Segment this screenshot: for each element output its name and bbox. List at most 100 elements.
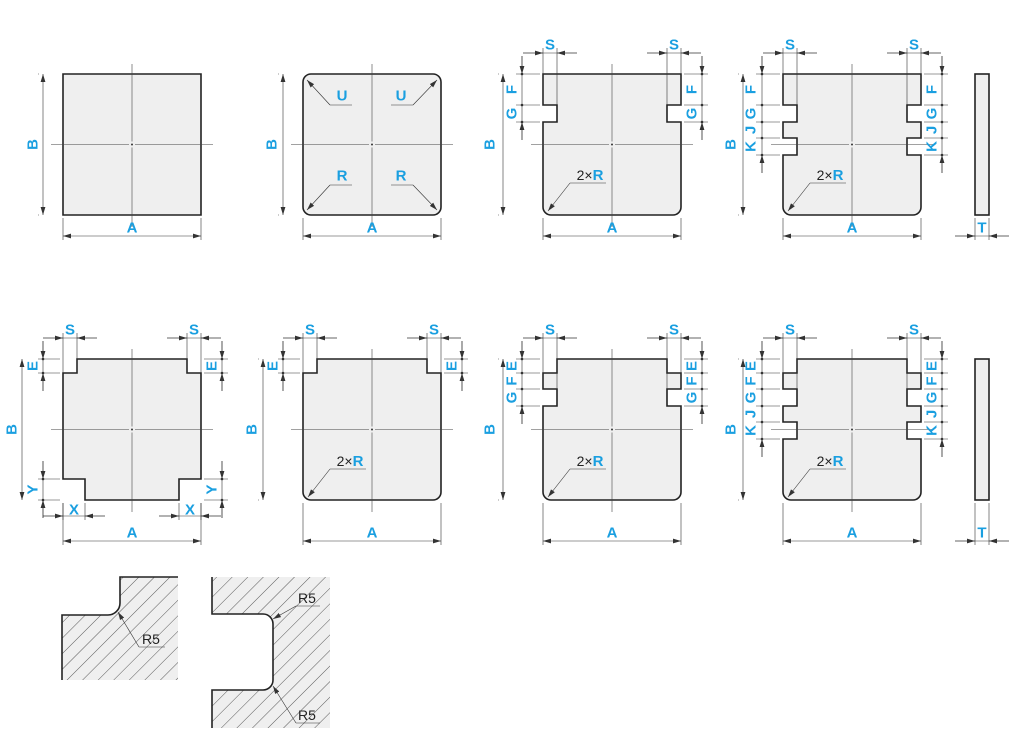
dimension-label-b: B (482, 139, 499, 150)
dimension-label-j: J (743, 126, 760, 134)
center-point (131, 428, 133, 431)
dimension-dot (760, 103, 764, 107)
dimension-label-t: T (977, 220, 986, 237)
dimension-label-g: G (924, 392, 941, 404)
dimension-dot (220, 477, 224, 481)
dimension-dot (520, 387, 524, 391)
dimension-label-f: F (684, 85, 701, 94)
dimension-label-a: A (127, 220, 138, 237)
dimension-label-a: A (127, 525, 138, 542)
dimension-label-e: E (25, 361, 42, 371)
dimension-label-u: U (396, 88, 407, 105)
dimension-label-s: S (909, 322, 919, 339)
dimension-dot (940, 387, 944, 391)
dimension-label-s: S (305, 322, 315, 339)
center-point (131, 143, 133, 146)
dimension-dot (700, 357, 704, 361)
dimension-dot (520, 404, 524, 408)
dimension-label-a: A (367, 220, 378, 237)
detail-radius-label: R5 (298, 590, 316, 606)
dimension-dot (940, 404, 944, 408)
radius-callout: 2×R (577, 167, 604, 184)
dimension-label-e: E (444, 361, 461, 371)
radius-callout: 2×R (817, 453, 844, 470)
dimension-dot (940, 153, 944, 157)
dimension-label-u: U (337, 88, 348, 105)
detail-outline-notch (211, 577, 274, 728)
dimension-label-k: K (743, 141, 760, 152)
dimension-label-b: B (264, 139, 281, 150)
dimension-dot (760, 153, 764, 157)
dimension-dot (940, 136, 944, 140)
dimension-label-e: E (743, 361, 760, 371)
leader-arrow (272, 605, 297, 620)
plate-side-view (974, 358, 990, 501)
radius-label: R (593, 453, 604, 470)
dimension-dot (700, 387, 704, 391)
dimension-label-s: S (909, 37, 919, 54)
dimension-dot (41, 371, 45, 375)
radius-count: 2× (337, 453, 353, 469)
dimension-label-a: A (847, 525, 858, 542)
detail-radius-label: R5 (142, 631, 160, 647)
detail-outline-corner (61, 576, 178, 680)
center-line (51, 349, 213, 512)
radius-count: 2× (817, 167, 833, 183)
dimension-label-f: F (743, 85, 760, 94)
dimension-label-k: K (924, 141, 941, 152)
leader-arrow (117, 611, 140, 648)
dimension-label-a: A (847, 220, 858, 237)
dimension-dot (460, 357, 464, 361)
center-point (611, 428, 613, 431)
leader-arrow (412, 79, 438, 106)
dimension-label-k: K (924, 425, 941, 436)
dimension-dot (940, 420, 944, 424)
dimension-label-g: G (504, 108, 521, 120)
dimension-dot (940, 103, 944, 107)
dimension-label-b: B (244, 424, 261, 435)
dimension-label-b: B (723, 424, 740, 435)
dimension-dot (760, 120, 764, 124)
dimension-dot (220, 498, 224, 502)
dimension-dot (41, 498, 45, 502)
dimension-dot (760, 437, 764, 441)
leader-arrow (306, 184, 331, 211)
dimension-dot (520, 72, 524, 76)
radius-callout: 2×R (337, 453, 364, 470)
dimension-label-f: F (924, 85, 941, 94)
dimension-dot (760, 404, 764, 408)
dimension-label-f: F (743, 376, 760, 385)
dimension-label-s: S (785, 37, 795, 54)
radius-callout: 2×R (817, 167, 844, 184)
dimension-dot (760, 136, 764, 140)
dimension-label-e: E (204, 361, 221, 371)
radius-label: R (593, 167, 604, 184)
dimension-label-b: B (723, 139, 740, 150)
dimension-label-e: E (265, 361, 282, 371)
dimension-label-j: J (924, 126, 941, 134)
dimension-label-y: Y (25, 484, 42, 494)
dimension-dot (460, 371, 464, 375)
dimension-label-s: S (189, 322, 199, 339)
dimension-label-a: A (607, 220, 618, 237)
plate-side-view (974, 73, 990, 216)
leader-arrow (547, 182, 571, 212)
radius-callout: R5 (142, 631, 160, 647)
dimension-dot (760, 72, 764, 76)
dimension-dot (220, 371, 224, 375)
radius-callout: 2×R (577, 453, 604, 470)
dimension-label-g: G (684, 392, 701, 404)
dimension-label-a: A (367, 525, 378, 542)
dimension-label-g: G (743, 108, 760, 120)
leader-arrow (307, 468, 331, 498)
radius-label: R (833, 453, 844, 470)
leader-arrow (412, 184, 438, 211)
dimension-dot (700, 72, 704, 76)
center-line (531, 64, 693, 227)
dimension-label-g: G (743, 392, 760, 404)
center-line (51, 64, 213, 227)
dimension-label-s: S (429, 322, 439, 339)
dimension-label-s: S (65, 322, 75, 339)
dimension-label-g: G (924, 108, 941, 120)
